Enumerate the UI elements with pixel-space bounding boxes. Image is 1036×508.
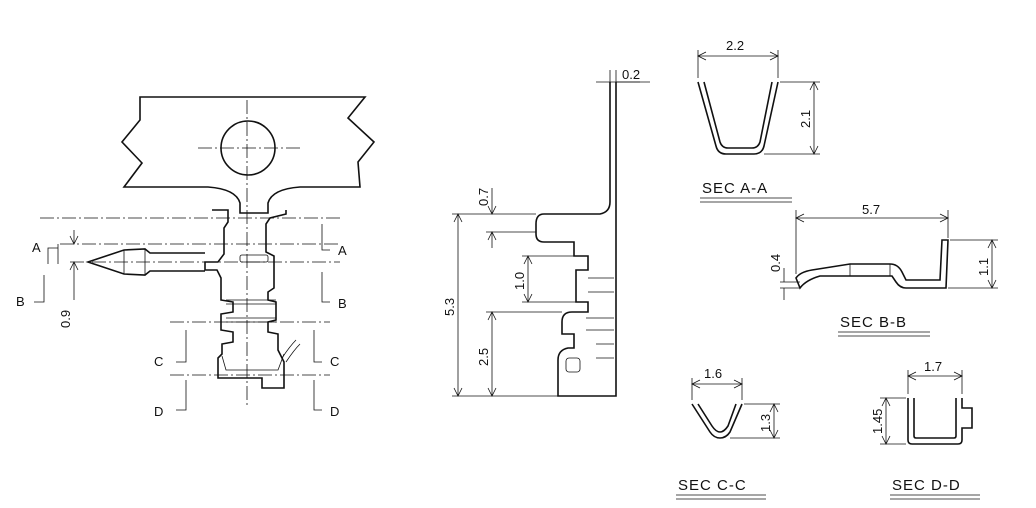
section-mark-d-right: D — [330, 404, 339, 419]
dim-pitch: 0.9 — [58, 310, 73, 328]
section-mark-b-right: B — [338, 296, 347, 311]
sec-b-title: SEC B-B — [840, 314, 907, 331]
sec-b-height: 1.1 — [976, 258, 991, 276]
sec-c-title: SEC C-C — [678, 477, 747, 494]
side-view: 0.2 0.7 5.3 1.0 2.5 — [442, 67, 650, 397]
front-view: A B A B C C D D 0.9 — [16, 96, 376, 419]
section-mark-c-left: C — [154, 354, 163, 369]
dim-thickness: 0.2 — [622, 67, 640, 82]
dim-bottom: 2.5 — [476, 348, 491, 366]
section-mark-a-right: A — [338, 243, 347, 258]
sec-d-height: 1.45 — [870, 409, 885, 434]
section-d-d: 1.7 1.45 SEC D-D — [870, 359, 980, 500]
sec-d-title: SEC D-D — [892, 477, 961, 494]
section-a-a: 2.2 2.1 SEC A-A — [697, 38, 820, 203]
sec-c-width: 1.6 — [704, 366, 722, 381]
terminal-body — [204, 209, 287, 389]
section-mark-c-right: C — [330, 354, 339, 369]
sec-a-title: SEC A-A — [702, 180, 768, 197]
section-b-b: 5.7 0.4 1.1 SEC B-B — [768, 202, 998, 337]
side-profile — [535, 82, 617, 397]
dim-overall: 5.3 — [442, 298, 457, 316]
sec-a-width: 2.2 — [726, 38, 744, 53]
sec-d-width: 1.7 — [924, 359, 942, 374]
dim-top: 0.7 — [476, 188, 491, 206]
sec-a-height: 2.1 — [798, 110, 813, 128]
carrier-strip — [120, 96, 376, 214]
sec-b-step: 0.4 — [768, 254, 783, 272]
dim-middle: 1.0 — [512, 272, 527, 290]
section-mark-b-left: B — [16, 294, 25, 309]
section-c-c: 1.6 1.3 SEC C-C — [676, 366, 780, 500]
sec-c-height: 1.3 — [758, 414, 773, 432]
section-mark-d-left: D — [154, 404, 163, 419]
section-mark-a-left: A — [32, 240, 41, 255]
sec-b-width: 5.7 — [862, 202, 880, 217]
